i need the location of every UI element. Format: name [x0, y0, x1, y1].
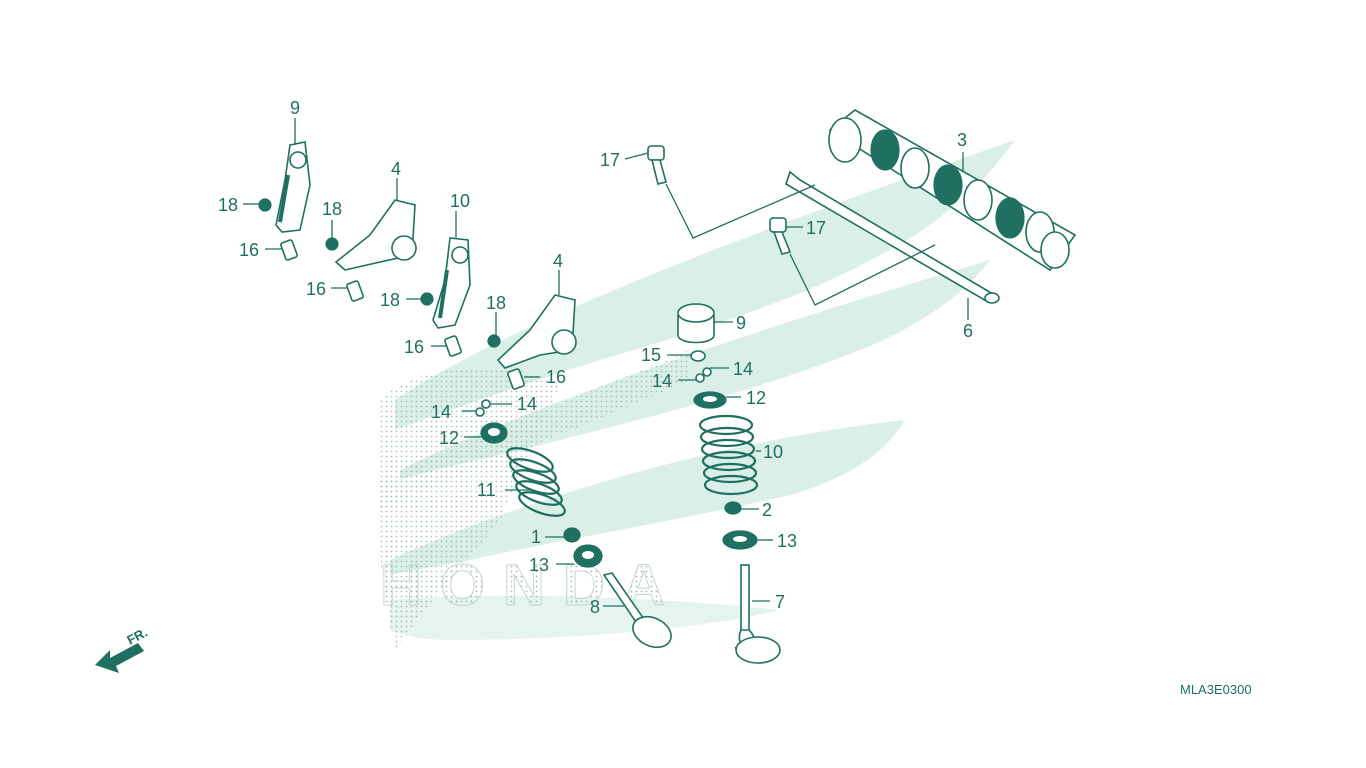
stem-seal-intake	[563, 527, 581, 543]
exhaust-valve	[734, 564, 781, 664]
valve-spring-intake	[506, 447, 566, 517]
direction-label: FR.	[124, 625, 150, 648]
callout-18-d: 18	[486, 293, 506, 313]
callout-2: 2	[762, 500, 772, 520]
callout-18-c: 18	[380, 290, 400, 310]
rocker-arm-4-left	[334, 199, 417, 271]
callout-5-left: 9	[290, 98, 300, 118]
valve-spring-exhaust	[698, 414, 759, 496]
shaft-bolt-lower	[769, 217, 792, 255]
shim	[690, 350, 706, 362]
callout-18-b: 18	[322, 199, 342, 219]
callout-15: 15	[641, 345, 661, 365]
callout-14-a: 14	[431, 402, 451, 422]
stem-seal-exhaust	[724, 501, 742, 515]
lock-nuts	[258, 198, 501, 348]
callout-17-upper: 17	[600, 150, 620, 170]
callout-labels: 9 18 16 18 4 16 10 18 18 16 4 16 14 14 1…	[218, 98, 973, 617]
callout-6: 6	[963, 321, 973, 341]
callout-4-left: 4	[391, 159, 401, 179]
callout-16-c: 16	[404, 337, 424, 357]
rocker-arm-5-right	[432, 237, 471, 329]
callout-8: 8	[590, 597, 600, 617]
camshaft	[828, 109, 1077, 272]
callout-13-left: 13	[529, 555, 549, 575]
callout-14-b: 14	[517, 394, 537, 414]
rocker-arm-4-right	[496, 294, 577, 369]
callout-17-lower: 17	[806, 218, 826, 238]
callout-16-d: 16	[546, 367, 566, 387]
rocker-arm-5-left	[275, 141, 311, 233]
callout-5-right: 10	[450, 191, 470, 211]
intake-valve	[602, 572, 672, 649]
callout-12-right: 12	[746, 388, 766, 408]
callout-16-b: 16	[306, 279, 326, 299]
valve-lifter	[677, 303, 715, 344]
callout-10: 10	[763, 442, 783, 462]
front-direction-arrow: FR.	[95, 625, 150, 673]
leader-lines	[243, 118, 969, 607]
callout-12-left: 12	[439, 428, 459, 448]
callout-1: 1	[531, 527, 541, 547]
callout-11: 11	[477, 480, 496, 500]
callout-14-c: 14	[733, 359, 753, 379]
callout-16-a: 16	[239, 240, 259, 260]
valve-cotters	[475, 367, 712, 417]
callout-14-d: 14	[652, 371, 672, 391]
adjusting-screws	[280, 239, 525, 390]
callout-3: 3	[957, 130, 967, 150]
callout-18-a: 18	[218, 195, 238, 215]
callout-9: 9	[736, 313, 746, 333]
rocker-arm-shaft	[785, 170, 1000, 304]
honda-wing-watermark	[380, 140, 1015, 650]
diagram-code: MLA3E0300	[1180, 682, 1252, 697]
callout-4-right: 4	[553, 251, 563, 271]
shaft-bolt-upper	[647, 145, 667, 185]
callout-13-right: 13	[777, 531, 797, 551]
callout-7: 7	[775, 592, 785, 612]
